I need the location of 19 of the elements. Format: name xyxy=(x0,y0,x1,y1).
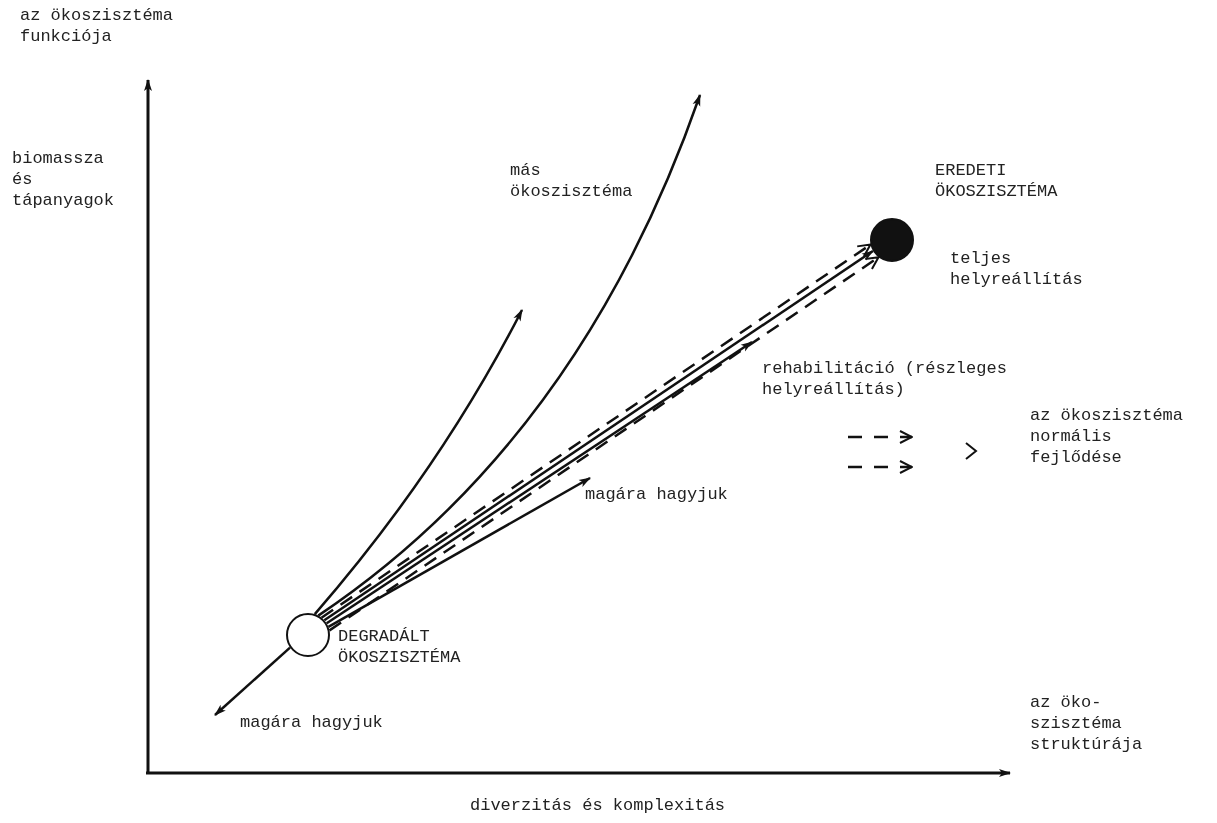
axis-title: az öko- szisztéma struktúrája xyxy=(1030,692,1144,755)
edge-label: rehabilitáció (részleges helyreállítás) xyxy=(762,358,1008,400)
axis-title: az ökoszisztéma funkciója xyxy=(20,5,175,47)
arrow xyxy=(326,340,753,625)
arrow xyxy=(317,94,702,617)
arrow xyxy=(327,476,591,628)
open-circle xyxy=(286,613,330,657)
legend-text: az ökoszisztéma normális fejlődése xyxy=(1030,405,1185,468)
edge-label: magára hagyjuk xyxy=(585,484,728,505)
edge-label: más ökoszisztéma xyxy=(510,160,634,202)
edge-label: magára hagyjuk xyxy=(240,712,383,733)
node-caption: EREDETI ÖKOSZISZTÉMA xyxy=(935,160,1059,202)
node-caption: teljes helyreállítás xyxy=(950,248,1080,290)
axis-subtitle: biomassza és tápanyagok xyxy=(12,148,116,211)
arrow xyxy=(214,646,291,716)
node-caption: DEGRADÁLT ÖKOSZISZTÉMA xyxy=(338,626,462,668)
arrow xyxy=(313,309,524,615)
axis-subtitle: diverzitás és komplexitás xyxy=(470,795,726,816)
filled-circle xyxy=(870,218,914,262)
